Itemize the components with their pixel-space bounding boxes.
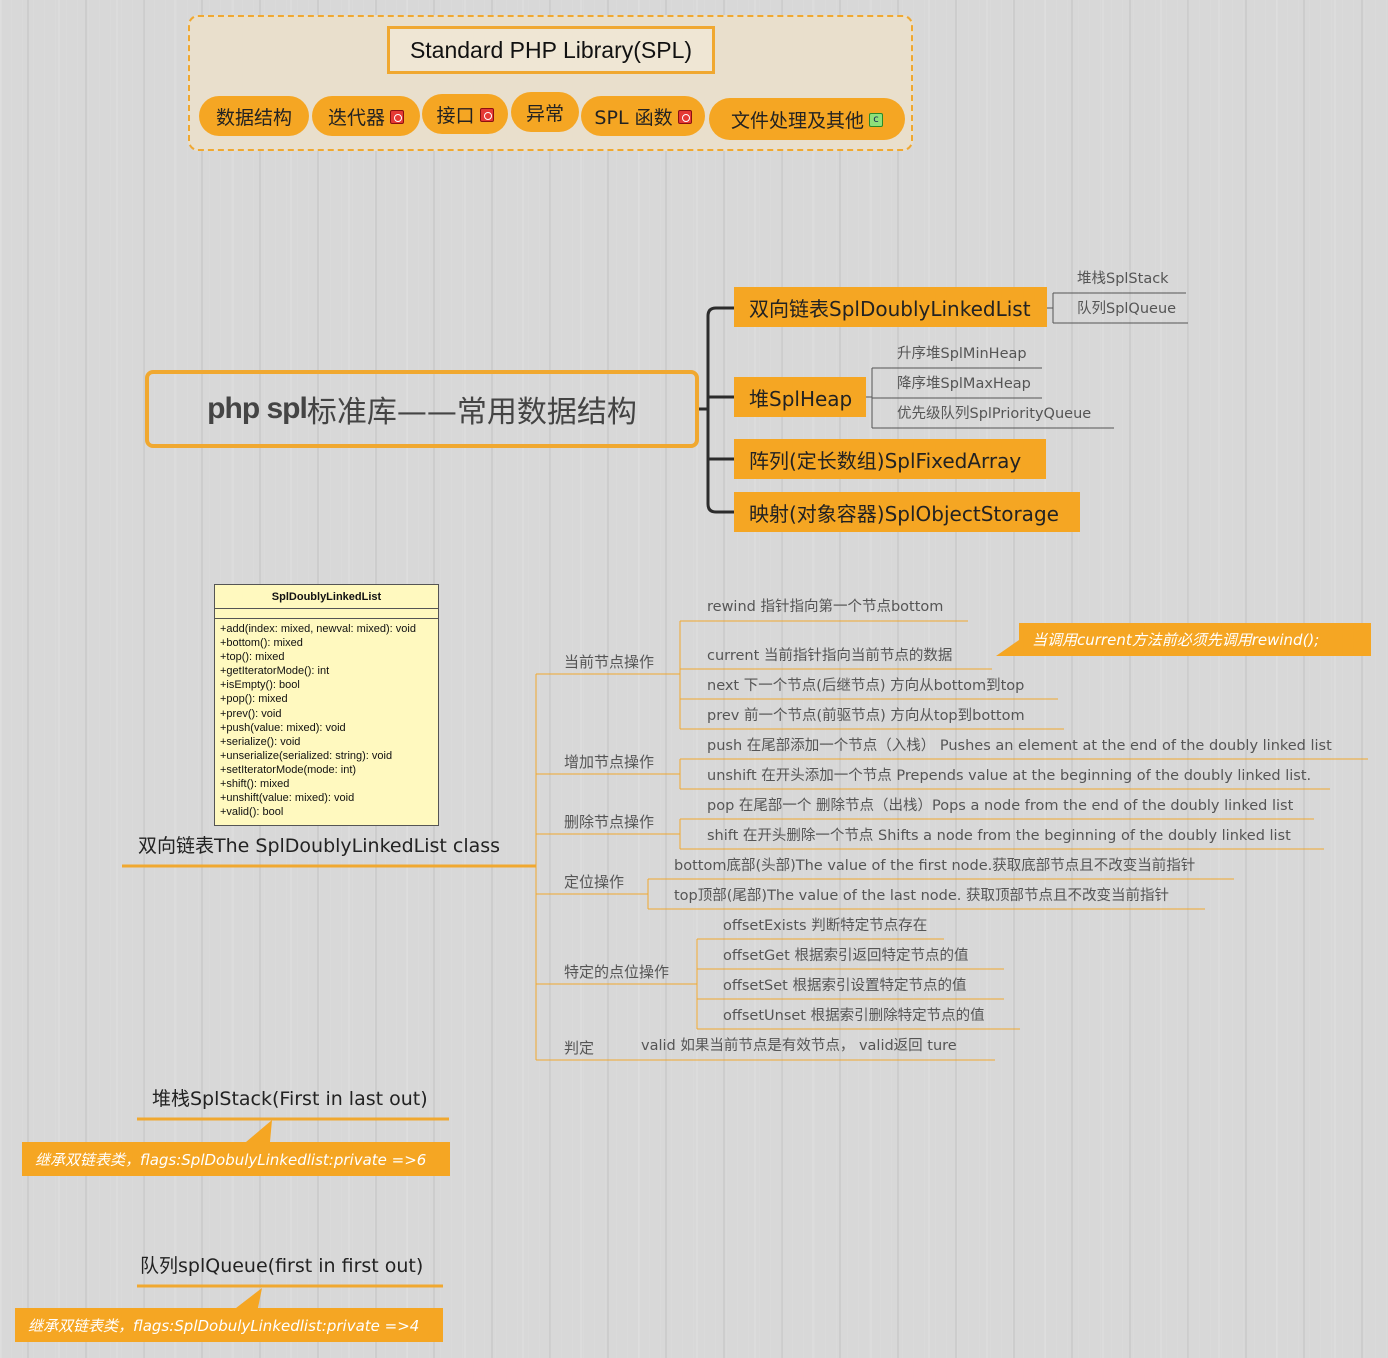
op-push: push 在尾部添加一个节点（入栈） Pushes an element at … <box>707 738 1332 754</box>
spl-item-iterators[interactable]: 迭代器 <box>312 96 420 136</box>
category-judge: 判定 <box>564 1039 595 1057</box>
category-delete-node: 删除节点操作 <box>564 813 655 831</box>
category-specific-position: 特定的点位操作 <box>564 963 670 981</box>
op-shift: shift 在开头删除一个节点 Shifts a node from the b… <box>707 828 1291 844</box>
uml-method: +serialize(): void <box>220 735 301 748</box>
uml-method: +pop(): mixed <box>220 693 288 706</box>
spl-item-interfaces[interactable]: 接口 <box>422 94 508 134</box>
uml-methods: +add(index: mixed, newval: mixed): void … <box>215 619 438 819</box>
op-top: top顶部(尾部)The value of the last node. 获取顶… <box>674 888 1170 904</box>
uml-method: +bottom(): mixed <box>220 637 303 650</box>
uml-class-box: SplDoublyLinkedList +add(index: mixed, n… <box>214 584 439 826</box>
category-locate: 定位操作 <box>564 873 625 891</box>
uml-attributes <box>215 609 438 619</box>
branch-label: 堆SplHeap <box>749 386 853 411</box>
branch-fixed-array[interactable]: 阵列(定长数组)SplFixedArray <box>734 439 1046 479</box>
op-bottom: bottom底部(头部)The value of the first node.… <box>674 858 1196 874</box>
uml-method: +getIteratorMode(): int <box>220 665 330 678</box>
op-unshift: unshift 在开头添加一个节点 Prepends value at the … <box>707 768 1312 784</box>
current-note-callout: 当调用current方法前必须先调用rewind(); <box>1019 623 1371 656</box>
branch-label: 双向链表SplDoublyLinkedList <box>749 296 1031 321</box>
callout-text: 当调用current方法前必须先调用rewind(); <box>1032 631 1320 649</box>
leaf-splqueue: 队列SplQueue <box>1077 301 1177 317</box>
spl-item-functions[interactable]: SPL 函数 <box>581 96 705 136</box>
callout-text: 继承双链表类，flags:SplDobulyLinkedlist:private… <box>35 1150 427 1169</box>
uml-method: +unshift(value: mixed): void <box>220 792 355 805</box>
op-offsetunset: offsetUnset 根据索引删除特定节点的值 <box>723 1008 985 1024</box>
stack-title: 堆栈SplStack(First in last out) <box>152 1088 428 1110</box>
op-offsetget: offsetGet 根据索引返回特定节点的值 <box>723 948 969 964</box>
op-offsetset: offsetSet 根据索引设置特定节点的值 <box>723 978 967 994</box>
leaf-splminheap: 升序堆SplMinHeap <box>897 346 1027 362</box>
spl-item-label: 接口 <box>436 104 475 127</box>
op-valid: valid 如果当前节点是有效节点， valid返回 ture <box>641 1038 957 1054</box>
queue-title: 队列splQueue(first in first out) <box>140 1255 424 1277</box>
spl-item-label: 文件处理及其他 <box>730 109 864 132</box>
op-offsetexists: offsetExists 判断特定节点存在 <box>723 918 928 934</box>
op-rewind: rewind 指针指向第一个节点bottom <box>707 599 944 615</box>
main-topic-zh: 标准库——常用数据结构 <box>306 395 637 430</box>
branch-label: 映射(对象容器)SplObjectStorage <box>749 501 1059 526</box>
category-current-node: 当前节点操作 <box>564 653 655 671</box>
uml-method: +top(): mixed <box>220 651 285 664</box>
red-marker-icon <box>479 108 494 122</box>
spl-item-file-handling[interactable]: 文件处理及其他 c <box>709 98 905 140</box>
spl-item-label: SPL 函数 <box>594 106 673 129</box>
uml-method: +add(index: mixed, newval: mixed): void <box>220 623 416 635</box>
uml-method: +prev(): void <box>220 707 282 720</box>
branch-object-storage[interactable]: 映射(对象容器)SplObjectStorage <box>734 492 1080 532</box>
uml-method: +isEmpty(): bool <box>220 679 300 692</box>
uml-method: +valid(): bool <box>220 806 284 819</box>
uml-method: +shift(): mixed <box>220 778 290 791</box>
spl-item-label: 数据结构 <box>215 106 292 129</box>
red-marker-icon <box>390 110 404 124</box>
category-add-node: 增加节点操作 <box>564 753 655 771</box>
spl-item-exceptions[interactable]: 异常 <box>511 92 579 132</box>
uml-method: +push(value: mixed): void <box>220 721 346 734</box>
c-marker-icon: c <box>869 113 883 127</box>
op-current: current 当前指针指向当前节点的数据 <box>707 648 953 664</box>
branch-doubly-linked-list[interactable]: 双向链表SplDoublyLinkedList <box>734 287 1047 327</box>
spl-title: Standard PHP Library(SPL) <box>387 26 715 74</box>
queue-note-callout: 继承双链表类，flags:SplDobulyLinkedlist:private… <box>15 1308 443 1342</box>
branch-label: 阵列(定长数组)SplFixedArray <box>749 448 1022 473</box>
op-next: next 下一个节点(后继节点) 方向从bottom到top <box>707 678 1025 694</box>
main-topic-en: php spl <box>207 392 308 425</box>
branch-heap[interactable]: 堆SplHeap <box>734 377 866 417</box>
leaf-splstack: 堆栈SplStack <box>1077 271 1169 287</box>
spl-item-data-structures[interactable]: 数据结构 <box>199 96 309 136</box>
uml-method: +setIteratorMode(mode: int) <box>220 763 357 776</box>
uml-method: +unserialize(serialized: string): void <box>220 749 393 762</box>
uml-caption: 双向链表The SplDoublyLinkedList class <box>138 835 501 857</box>
red-marker-icon <box>677 110 692 124</box>
leaf-splmaxheap: 降序堆SplMaxHeap <box>897 376 1031 392</box>
leaf-splpriorityqueue: 优先级队列SplPriorityQueue <box>897 406 1092 422</box>
op-pop: pop 在尾部一个 删除节点（出栈）Pops a node from the e… <box>707 798 1294 814</box>
spl-item-label: 迭代器 <box>327 106 385 129</box>
uml-class-name: SplDoublyLinkedList <box>215 585 438 609</box>
callout-text: 继承双链表类，flags:SplDobulyLinkedlist:private… <box>28 1316 420 1335</box>
op-prev: prev 前一个节点(前驱节点) 方向从top到bottom <box>707 708 1025 724</box>
spl-item-label: 异常 <box>525 102 564 125</box>
stack-note-callout: 继承双链表类，flags:SplDobulyLinkedlist:private… <box>22 1142 450 1176</box>
